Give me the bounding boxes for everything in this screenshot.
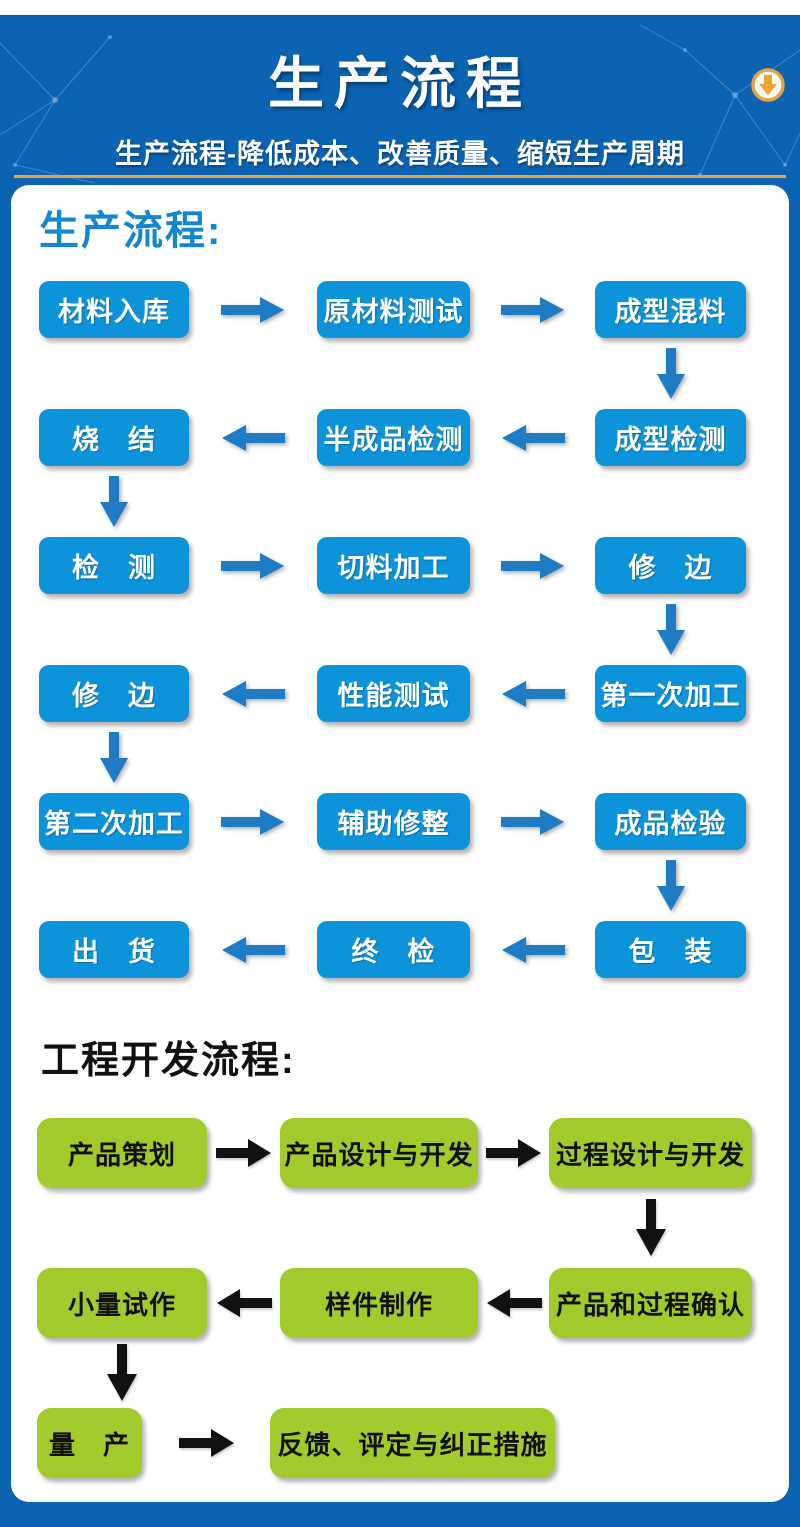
flow-step: 产品和过程确认 bbox=[549, 1268, 752, 1338]
flow-step: 性能测试 bbox=[317, 665, 470, 722]
flow-step: 烧 结 bbox=[39, 409, 189, 466]
download-icon[interactable] bbox=[750, 67, 786, 103]
arrow-left-icon bbox=[470, 921, 595, 978]
arrow-left-icon bbox=[470, 409, 595, 466]
arrow-right-icon bbox=[189, 281, 317, 338]
flow-step: 出 货 bbox=[39, 921, 189, 978]
flow-row: 产品策划 产品设计与开发 过程设计与开发 bbox=[37, 1118, 789, 1188]
arrow-right-icon bbox=[207, 1118, 280, 1188]
flow-step: 包 装 bbox=[595, 921, 746, 978]
flow-step: 成型混料 bbox=[595, 281, 746, 338]
flow-step: 量 产 bbox=[37, 1408, 142, 1478]
arrow-right-icon bbox=[470, 793, 595, 850]
arrow-right-icon bbox=[478, 1118, 549, 1188]
arrow-down-icon bbox=[39, 466, 189, 537]
arrow-left-icon bbox=[189, 921, 317, 978]
flow-connector bbox=[39, 594, 789, 665]
header: 生产流程 生产流程-降低成本、改善质量、缩短生产周期 bbox=[0, 15, 800, 185]
flow-step: 修 边 bbox=[39, 665, 189, 722]
flow-step: 过程设计与开发 bbox=[549, 1118, 752, 1188]
page-title: 生产流程 bbox=[268, 52, 532, 115]
flow-step: 原材料测试 bbox=[317, 281, 470, 338]
flow-step: 第一次加工 bbox=[595, 665, 746, 722]
flow-row: 出 货 终 检 包 装 bbox=[39, 921, 789, 978]
flow-connector bbox=[37, 1188, 789, 1268]
flow-step: 终 检 bbox=[317, 921, 470, 978]
flow-row: 量 产 反馈、评定与纠正措施 bbox=[11, 1408, 789, 1478]
flow-row: 检 测 切料加工 修 边 bbox=[39, 537, 789, 594]
flow-row: 小量试作 样件制作 产品和过程确认 bbox=[37, 1268, 789, 1338]
arrow-right-icon bbox=[470, 281, 595, 338]
production-flow-diagram: 材料入库 原材料测试 成型混料 烧 结 半成品检测 成型检测 bbox=[11, 281, 789, 978]
page-background: 生产流程 生产流程-降低成本、改善质量、缩短生产周期 生产流程: 材料入库 原材… bbox=[0, 15, 800, 1527]
arrow-left-icon bbox=[189, 665, 317, 722]
flow-step: 辅助修整 bbox=[317, 793, 470, 850]
flow-step: 样件制作 bbox=[280, 1268, 478, 1338]
flow-connector bbox=[39, 722, 789, 793]
flow-step: 产品设计与开发 bbox=[280, 1118, 478, 1188]
flow-row: 烧 结 半成品检测 成型检测 bbox=[39, 409, 789, 466]
flow-connector bbox=[39, 466, 789, 537]
arrow-left-icon bbox=[478, 1268, 549, 1338]
flow-connector bbox=[39, 338, 789, 409]
arrow-down-icon bbox=[595, 338, 746, 409]
arrow-left-icon bbox=[189, 409, 317, 466]
arrow-down-icon bbox=[549, 1188, 752, 1268]
flow-step: 修 边 bbox=[595, 537, 746, 594]
flow-step: 切料加工 bbox=[317, 537, 470, 594]
content-panel: 生产流程: 材料入库 原材料测试 成型混料 烧 结 半成品检测 成型检测 bbox=[11, 185, 789, 1502]
engineering-flow-heading: 工程开发流程: bbox=[41, 1040, 296, 1082]
arrow-left-icon bbox=[470, 665, 595, 722]
flow-step: 小量试作 bbox=[37, 1268, 207, 1338]
flow-step: 检 测 bbox=[39, 537, 189, 594]
page-subtitle: 生产流程-降低成本、改善质量、缩短生产周期 bbox=[115, 139, 685, 169]
flow-step: 反馈、评定与纠正措施 bbox=[270, 1408, 555, 1478]
flow-step: 材料入库 bbox=[39, 281, 189, 338]
flow-connector bbox=[39, 850, 789, 921]
engineering-flow-diagram: 产品策划 产品设计与开发 过程设计与开发 小量试作 样件制作 产品和过程确认 bbox=[11, 1118, 789, 1408]
divider-line bbox=[14, 175, 786, 178]
arrow-down-icon bbox=[595, 594, 746, 665]
flow-row: 材料入库 原材料测试 成型混料 bbox=[39, 281, 789, 338]
arrow-right-icon bbox=[189, 537, 317, 594]
bottom-bar bbox=[0, 1502, 800, 1524]
flow-step: 半成品检测 bbox=[317, 409, 470, 466]
flow-step: 成型检测 bbox=[595, 409, 746, 466]
arrow-down-icon bbox=[39, 722, 189, 793]
flow-step: 产品策划 bbox=[37, 1118, 207, 1188]
flow-row: 第二次加工 辅助修整 成品检验 bbox=[39, 793, 789, 850]
flow-row: 修 边 性能测试 第一次加工 bbox=[39, 665, 789, 722]
arrow-down-icon bbox=[37, 1338, 207, 1408]
arrow-right-icon bbox=[189, 793, 317, 850]
production-flow-heading: 生产流程: bbox=[39, 209, 223, 253]
arrow-down-icon bbox=[595, 850, 746, 921]
arrow-left-icon bbox=[207, 1268, 280, 1338]
arrow-right-icon bbox=[178, 1427, 236, 1459]
arrow-right-icon bbox=[470, 537, 595, 594]
flow-step: 第二次加工 bbox=[39, 793, 189, 850]
top-white-strip bbox=[0, 0, 800, 15]
flow-step: 成品检验 bbox=[595, 793, 746, 850]
flow-connector bbox=[37, 1338, 789, 1408]
